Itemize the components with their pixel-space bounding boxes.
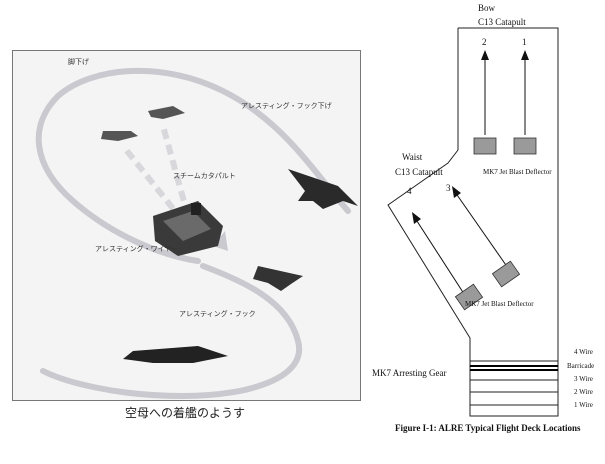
label-arresting-wire: アレスティング・ワイヤー bbox=[95, 245, 179, 253]
waist-catapult-label: C13 Catapult bbox=[395, 167, 443, 177]
label-hook-down: アレスティング・フック下げ bbox=[241, 102, 332, 110]
label-arresting-hook: アレスティング・フック bbox=[179, 310, 256, 318]
bow-deflector-1 bbox=[513, 137, 537, 155]
cat-number-2: 2 bbox=[482, 37, 487, 47]
bow-cat-1-arrow bbox=[521, 50, 529, 60]
arresting-gear-label: MK7 Arresting Gear bbox=[372, 368, 447, 378]
waist-deflector-3 bbox=[491, 260, 521, 288]
label-steam-catapult: スチームカタパルト bbox=[173, 172, 236, 180]
left-caption: 空母への着艦のようす bbox=[124, 406, 245, 420]
landing-illustration: 脚下げ アレスティング・フック下げ スチームカタパルト アレスティング・ワイヤー… bbox=[12, 50, 361, 401]
waist-label: Waist bbox=[402, 152, 423, 162]
landing-pattern-drawing bbox=[35, 67, 358, 400]
bow-catapult-label: C13 Catapult bbox=[478, 17, 526, 27]
wire-label-2: 2 Wire bbox=[574, 388, 593, 396]
wire-label-barricade: Barricade bbox=[567, 362, 595, 370]
wire-label-3: 3 Wire bbox=[574, 375, 593, 383]
flight-deck-diagram bbox=[387, 27, 559, 417]
waist-deflector-4 bbox=[454, 283, 484, 311]
deck-outline bbox=[387, 27, 559, 417]
label-leg-down: 脚下げ bbox=[68, 58, 89, 66]
cat-number-4: 4 bbox=[407, 186, 412, 196]
waist-cat-4-arrow bbox=[412, 212, 421, 224]
wire-label-1: 1 Wire bbox=[574, 401, 593, 409]
waist-cat-3-arrow bbox=[452, 186, 461, 198]
jet-launch-left bbox=[101, 131, 138, 141]
jet-hook-down bbox=[253, 266, 303, 291]
deflector-label-top: MK7 Jet Blast Deflector bbox=[483, 168, 552, 176]
bow-label: Bow bbox=[478, 3, 496, 13]
launch-track-2 bbox=[120, 144, 186, 223]
deflector-label-bottom: MK7 Jet Blast Deflector bbox=[465, 300, 534, 308]
flight-path bbox=[35, 67, 351, 400]
bow-cat-2-arrow bbox=[481, 50, 489, 60]
bow-deflector-2 bbox=[473, 137, 497, 155]
jet-launch-top bbox=[148, 106, 185, 119]
cat-number-3: 3 bbox=[446, 183, 451, 193]
jet-approach-right bbox=[288, 169, 358, 209]
jet-bottom bbox=[123, 346, 228, 363]
aircraft-carrier bbox=[153, 201, 223, 256]
cat-number-1: 1 bbox=[522, 37, 527, 47]
figure-caption: Figure I-1: ALRE Typical Flight Deck Loc… bbox=[395, 423, 581, 433]
wire-label-4: 4 Wire bbox=[574, 348, 593, 356]
